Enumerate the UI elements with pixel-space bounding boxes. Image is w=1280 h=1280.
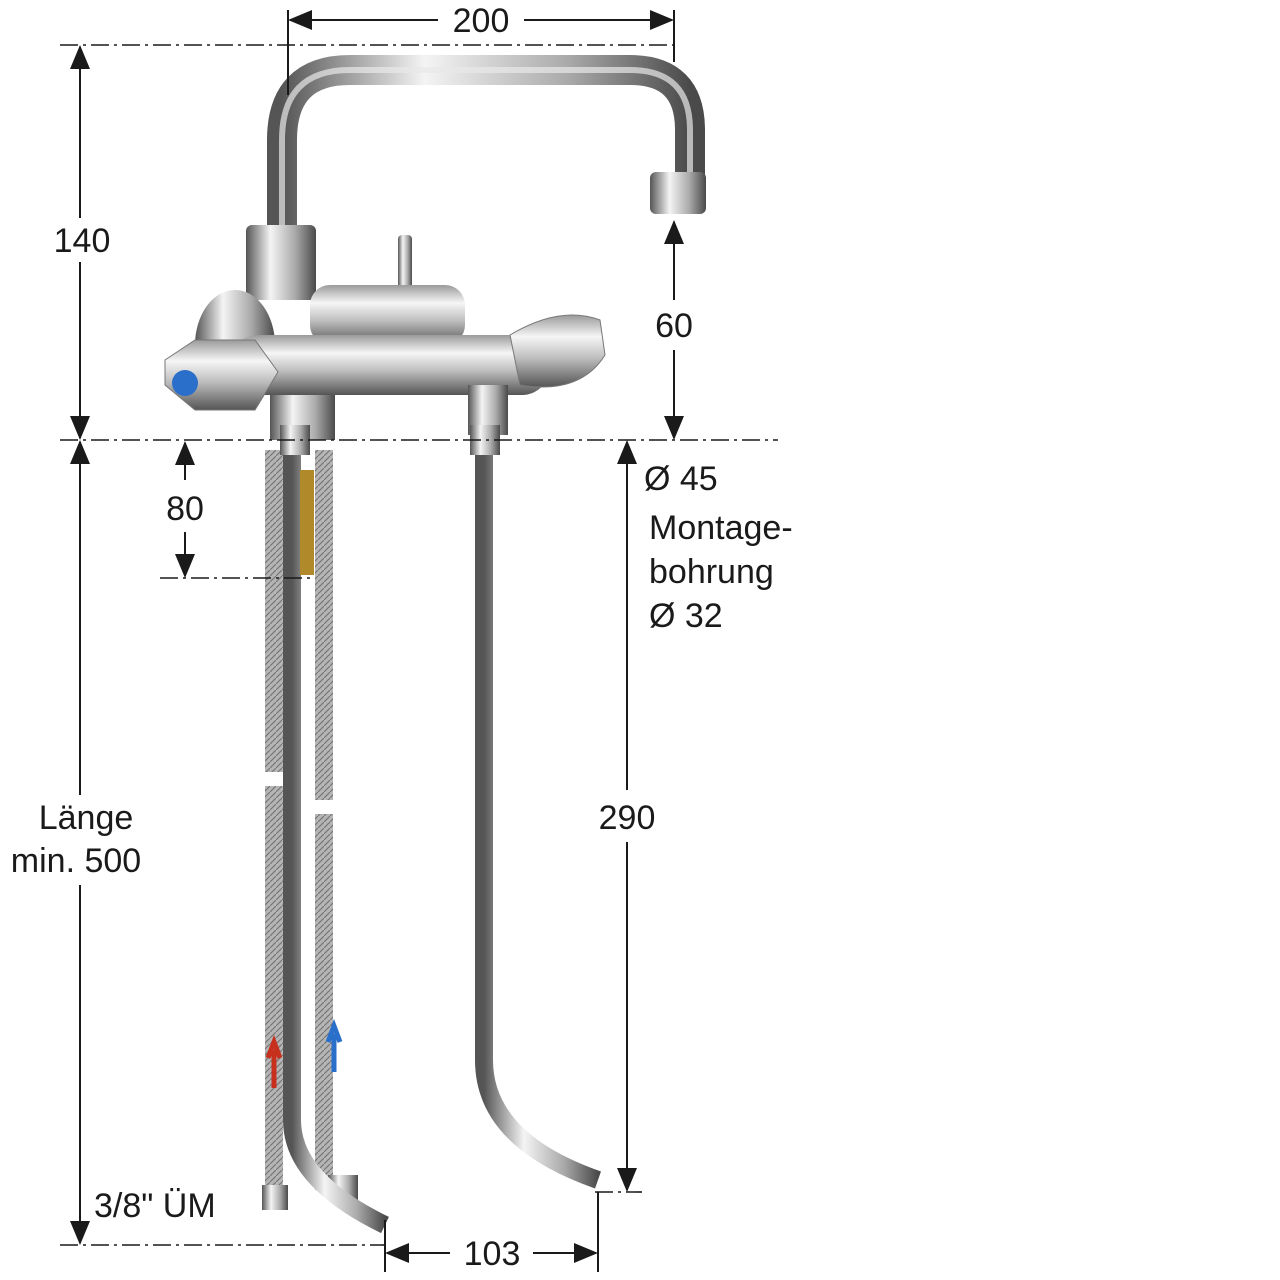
dim-thread-80: 80 — [166, 490, 204, 528]
dim-hose-min: min. 500 — [11, 842, 141, 880]
body-bar — [230, 335, 550, 395]
note-mounting-1: Montage- — [649, 509, 793, 547]
note-mounting-2: bohrung — [649, 553, 774, 591]
cold-arrow — [325, 1018, 343, 1072]
body-upper — [310, 285, 465, 345]
dim-height-140: 140 — [54, 222, 111, 260]
note-diameter-45: Ø 45 — [644, 460, 718, 498]
dim-spacing-103: 103 — [464, 1235, 521, 1273]
hot-handle — [509, 314, 606, 388]
note-diameter-32: Ø 32 — [649, 597, 723, 635]
cold-indicator — [172, 370, 198, 396]
pipe-right — [475, 440, 601, 1189]
spout — [267, 55, 705, 240]
hot-arrow — [265, 1034, 283, 1088]
faucet-image — [164, 55, 706, 1234]
dim-hose-label: Länge — [39, 799, 134, 837]
hose-cold — [315, 450, 333, 1190]
note-connection: 3/8" ÜM — [94, 1187, 216, 1225]
dim-pipe-290: 290 — [599, 799, 656, 837]
dim-spout-60: 60 — [655, 307, 693, 345]
pipe-left — [283, 440, 389, 1234]
dimension-lines — [60, 9, 778, 1272]
spout-tip — [650, 172, 706, 214]
spout-collar — [246, 225, 316, 300]
dimension-labels: 200 140 60 80 Länge min. 500 290 103 Ø 4… — [11, 2, 793, 1273]
hose-hot — [265, 450, 283, 1190]
dim-width-200: 200 — [453, 2, 510, 40]
